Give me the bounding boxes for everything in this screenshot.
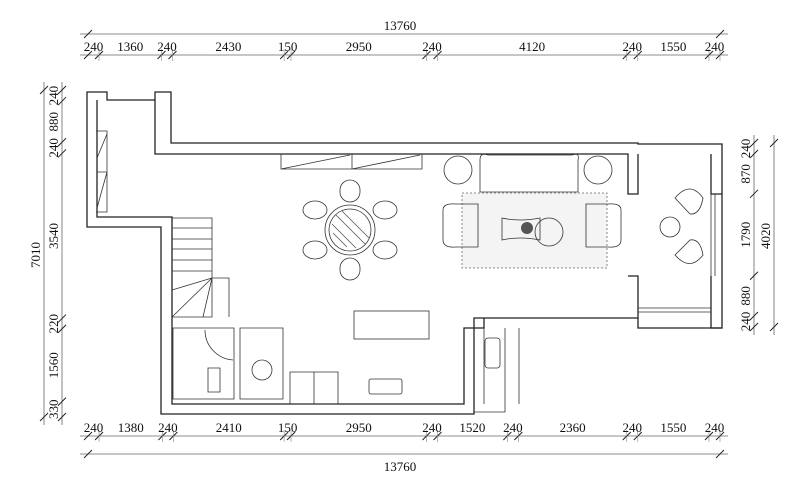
dim-tick [57, 137, 67, 147]
bottom-total-label: 13760 [384, 459, 417, 474]
dim-label: 240 [84, 420, 104, 435]
dimension-lines: 240 1360 240 2430 150 2950 240 4120 240 1550 240 24… [39, 29, 779, 459]
dim-tick [57, 149, 67, 158]
dim-tick [57, 397, 67, 406]
dim-tick [83, 29, 93, 39]
dim-label: 240 [46, 86, 61, 106]
dim-tick [57, 314, 67, 323]
dim-label: 150 [278, 39, 298, 54]
dim-label: 3540 [46, 223, 61, 249]
dim-label: 1360 [117, 39, 143, 54]
dim-label: 220 [46, 314, 61, 334]
dim-label: 240 [738, 312, 753, 332]
dim-label: 330 [46, 400, 61, 420]
dim-tick [749, 311, 759, 321]
dim-tick [715, 449, 725, 459]
dim-label: 240 [157, 39, 177, 54]
walls [86, 91, 723, 415]
dim-label: 240 [422, 420, 442, 435]
dim-label: 1380 [118, 420, 144, 435]
dim-label: 880 [738, 286, 753, 306]
dim-tick [57, 85, 67, 95]
dim-tick [715, 29, 725, 39]
dim-label: 240 [422, 39, 442, 54]
dim-label: 1520 [459, 420, 485, 435]
dim-tick [83, 431, 93, 441]
dim-tick [769, 322, 779, 332]
dim-tick [83, 449, 93, 459]
dining-table [302, 179, 398, 281]
dim-label: 1550 [660, 420, 686, 435]
right-total-label: 4020 [758, 223, 773, 249]
dim-label: 1560 [46, 352, 61, 378]
dim-label: 150 [278, 420, 298, 435]
dim-tick [749, 149, 759, 159]
dim-tick [39, 412, 49, 422]
dim-label: 2430 [215, 39, 241, 54]
dim-tick [749, 322, 759, 332]
dim-label: 1550 [660, 39, 686, 54]
dim-label: 240 [705, 420, 725, 435]
dim-tick [57, 412, 67, 422]
dim-label: 2950 [346, 420, 372, 435]
dim-tick [769, 138, 779, 148]
dim-label: 240 [46, 138, 61, 158]
dim-label: 240 [503, 420, 523, 435]
dim-label: 870 [738, 164, 753, 184]
dim-tick [83, 50, 93, 60]
dim-label: 4120 [519, 39, 545, 54]
dim-label: 2410 [216, 420, 242, 435]
dim-label: 240 [705, 39, 725, 54]
left-total-label: 7010 [28, 242, 43, 268]
living-room-set [442, 153, 704, 269]
dim-label: 240 [623, 420, 643, 435]
dim-label: 2360 [560, 420, 586, 435]
stair [171, 217, 230, 318]
dim-label: 240 [84, 39, 104, 54]
dim-label: 240 [623, 39, 643, 54]
dim-label: 1790 [738, 222, 753, 248]
dim-tick [57, 324, 67, 334]
dim-tick [749, 271, 759, 281]
dim-label: 880 [46, 112, 61, 132]
dim-tick [39, 85, 49, 95]
top-total-label: 13760 [384, 18, 417, 33]
dim-label: 2950 [346, 39, 372, 54]
dim-label: 240 [738, 139, 753, 159]
dim-label: 240 [158, 420, 178, 435]
dim-tick [57, 96, 67, 106]
bathroom [172, 327, 501, 405]
dim-tick [749, 189, 759, 199]
kitchen-island [353, 310, 430, 340]
dim-tick [749, 138, 759, 148]
